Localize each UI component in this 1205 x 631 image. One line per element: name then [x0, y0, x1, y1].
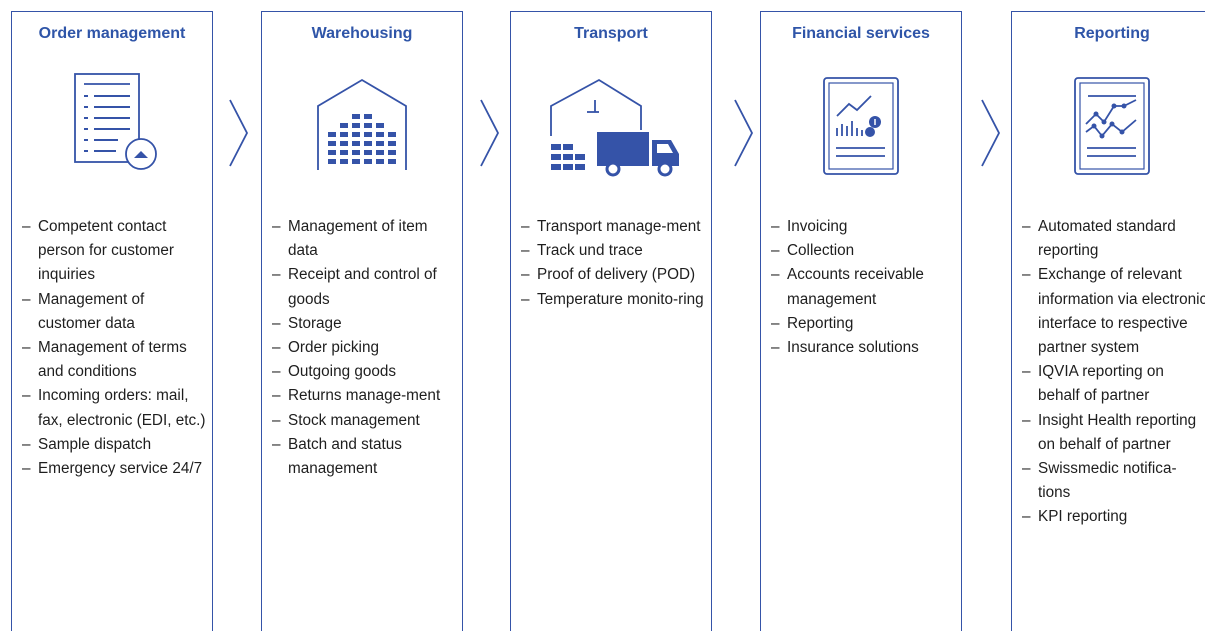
- list-item: Automated standard reporting: [1022, 215, 1205, 263]
- list-item: Track und trace: [521, 239, 707, 263]
- column-title: Order management: [38, 25, 186, 42]
- column-order-management: Order management Competent contact perso…: [11, 11, 213, 631]
- list-item: KPI reporting: [1022, 505, 1205, 529]
- list-item: Insight Health reporting on behalf of pa…: [1022, 409, 1205, 457]
- list-item: Reporting: [771, 312, 957, 336]
- column-items: Competent contact person for customer in…: [22, 215, 208, 481]
- list-item: Returns manage-ment: [272, 384, 458, 408]
- list-item: Sample dispatch: [22, 433, 208, 457]
- column-title: Transport: [574, 25, 648, 42]
- column-title: Warehousing: [311, 25, 413, 42]
- list-item: Management of item data: [272, 215, 458, 263]
- chevron-right-icon: [980, 98, 1002, 173]
- column-items: Transport manage-ment Track und trace Pr…: [521, 215, 707, 312]
- list-item: Management of terms and conditions: [22, 336, 208, 384]
- list-item: IQVIA reporting on behalf of partner: [1022, 360, 1205, 408]
- list-item: Receipt and control of goods: [272, 263, 458, 311]
- column-reporting: Reporting Automated standard reporting E…: [1011, 11, 1205, 631]
- list-item: Competent contact person for customer in…: [22, 215, 208, 288]
- list-item: Order picking: [272, 336, 458, 360]
- list-item: Stock management: [272, 409, 458, 433]
- warehouse-icon: [314, 72, 410, 189]
- column-warehousing: Warehousing Management of item data Rece…: [261, 11, 463, 631]
- list-item: Collection: [771, 239, 957, 263]
- column-items: Automated standard reporting Exchange of…: [1022, 215, 1205, 530]
- line-chart-report-icon: [1064, 76, 1160, 187]
- column-items: Management of item data Receipt and cont…: [272, 215, 458, 481]
- list-item: Insurance solutions: [771, 336, 957, 360]
- financial-report-icon: [813, 76, 909, 187]
- chevron-right-icon: [479, 98, 501, 173]
- list-item: Accounts receivable management: [771, 263, 957, 311]
- list-item: Proof of delivery (POD): [521, 263, 707, 287]
- document-list-icon: [64, 72, 160, 189]
- column-title: Financial services: [792, 25, 930, 42]
- list-item: Swissmedic notifica-tions: [1022, 457, 1205, 505]
- list-item: Emergency service 24/7: [22, 457, 208, 481]
- column-financial-services: Financial services Invoicing Collection …: [760, 11, 962, 631]
- list-item: Batch and status management: [272, 433, 458, 481]
- column-title: Reporting: [1074, 25, 1150, 42]
- list-item: Transport manage-ment: [521, 215, 707, 239]
- list-item: Invoicing: [771, 215, 957, 239]
- chevron-right-icon: [733, 98, 755, 173]
- list-item: Exchange of relevant information via ele…: [1022, 263, 1205, 360]
- list-item: Incoming orders: mail, fax, electronic (…: [22, 384, 208, 432]
- chevron-right-icon: [228, 98, 250, 173]
- column-transport: Transport Transport manage-ment Track un…: [510, 11, 712, 631]
- column-items: Invoicing Collection Accounts receivable…: [771, 215, 957, 360]
- list-item: Storage: [272, 312, 458, 336]
- list-item: Management of customer data: [22, 288, 208, 336]
- truck-icon: [541, 72, 681, 189]
- list-item: Temperature monito-ring: [521, 288, 707, 312]
- list-item: Outgoing goods: [272, 360, 458, 384]
